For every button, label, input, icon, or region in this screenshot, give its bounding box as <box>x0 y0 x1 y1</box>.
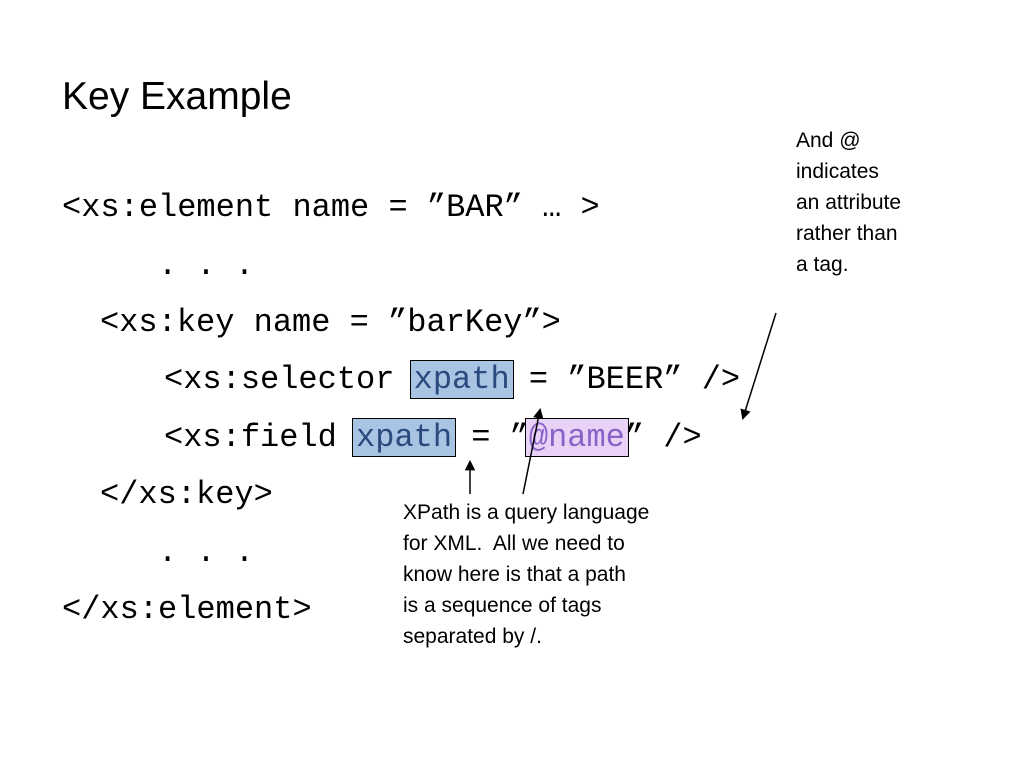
field-xpath-highlight: xpath <box>352 418 457 457</box>
code-line-selector: <xs:selector xpath = ”BEER” /> <box>164 360 740 400</box>
slide-title: Key Example <box>62 75 292 118</box>
code-line-ellipsis-top: . . . <box>158 247 255 284</box>
xpath-note: XPath is a query language for XML. All w… <box>403 501 650 648</box>
code-line-field: <xs:field xpath = ”@name” /> <box>164 418 702 458</box>
arrow-to-attribute <box>740 312 777 421</box>
field-attr-highlight: @name <box>524 418 629 457</box>
field-equals-text: = ” <box>452 419 529 456</box>
selector-xpath-highlight: xpath <box>409 360 514 399</box>
code-line-key-open: <xs:key name = ”barKey”> <box>100 304 561 341</box>
code-line-key-close: </xs:key> <box>100 476 273 513</box>
field-tag-text: <xs:field <box>164 419 357 456</box>
attribute-note: And @ indicates an attribute rather than… <box>796 129 902 276</box>
code-line-element-close: </xs:element> <box>62 591 312 628</box>
field-close-text: ” /> <box>624 419 702 456</box>
code-line-element-open: <xs:element name = ”BAR” … > <box>62 189 600 226</box>
selector-tag-text: <xs:selector <box>164 361 414 398</box>
code-line-ellipsis-bottom: . . . <box>158 534 255 571</box>
selector-value-text: = ”BEER” /> <box>509 361 741 398</box>
